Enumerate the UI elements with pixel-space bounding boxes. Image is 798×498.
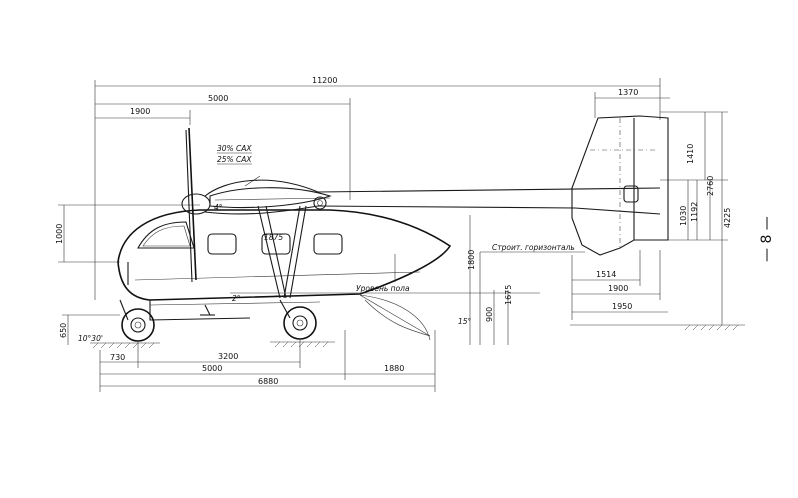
label-strut-tag: 1875 [264, 233, 283, 242]
dim-total-lower: 6880 [258, 377, 278, 386]
ground-line [90, 324, 745, 349]
page-number: — 8 — [759, 216, 775, 262]
nose-gear [119, 299, 155, 342]
main-gear [200, 299, 317, 340]
left-dimensions [58, 204, 200, 345]
dim-gear-height: 1675 [504, 285, 513, 305]
dim-nose-to-prop: 1900 [130, 107, 150, 116]
label-floor-level: Уровень пола [356, 284, 410, 293]
dim-nose-wheel-offset: 730 [110, 353, 125, 362]
tail-boom [317, 187, 661, 215]
fuselage [117, 209, 452, 321]
wing-struts [257, 205, 307, 299]
dim-fin-top: 2760 [706, 176, 715, 196]
dim-fin-low: 1030 [679, 206, 688, 226]
angle-nose-gear: 10°30' [78, 334, 103, 343]
angle-wing-incidence: 4° [214, 203, 223, 212]
dim-wheelbase: 3200 [218, 352, 238, 361]
label-horizontal-line: Строит. горизонталь [492, 243, 575, 252]
dim-cabin-height: 1000 [55, 224, 64, 244]
dim-fin-height: 1410 [686, 144, 695, 164]
top-dimensions [94, 78, 670, 300]
dim-stab-span-2: 1900 [608, 284, 628, 293]
label-mac-30: 30% САХ [217, 144, 252, 153]
dim-floor-height: 900 [485, 307, 494, 322]
dim-ground-clear: 650 [59, 323, 68, 338]
angle-floor: 2° [232, 294, 241, 303]
wing [209, 175, 332, 210]
dim-stab-span-1: 1514 [596, 270, 616, 279]
stab-dimensions [571, 250, 668, 320]
propeller [181, 127, 319, 283]
right-dimensions [660, 111, 728, 325]
bottom-dimensions [99, 330, 436, 392]
dim-overall-length: 11200 [312, 76, 337, 85]
dim-main-to-tail: 1880 [384, 364, 404, 373]
dim-fin-mid: 1192 [690, 202, 699, 222]
dim-main-to-cg: 5000 [202, 364, 222, 373]
dim-total-height: 4225 [723, 208, 732, 228]
angle-tail: 15° [458, 317, 472, 326]
dim-fuselage-depth: 1800 [467, 250, 476, 270]
dim-stab-span-3: 1950 [612, 302, 632, 311]
tail-clearance [230, 215, 585, 345]
dim-tail-chord: 1370 [618, 88, 638, 97]
vertical-tail [571, 115, 669, 256]
label-mac-25: 25% САХ [217, 155, 252, 164]
dim-fwd-to-cg: 5000 [208, 94, 228, 103]
